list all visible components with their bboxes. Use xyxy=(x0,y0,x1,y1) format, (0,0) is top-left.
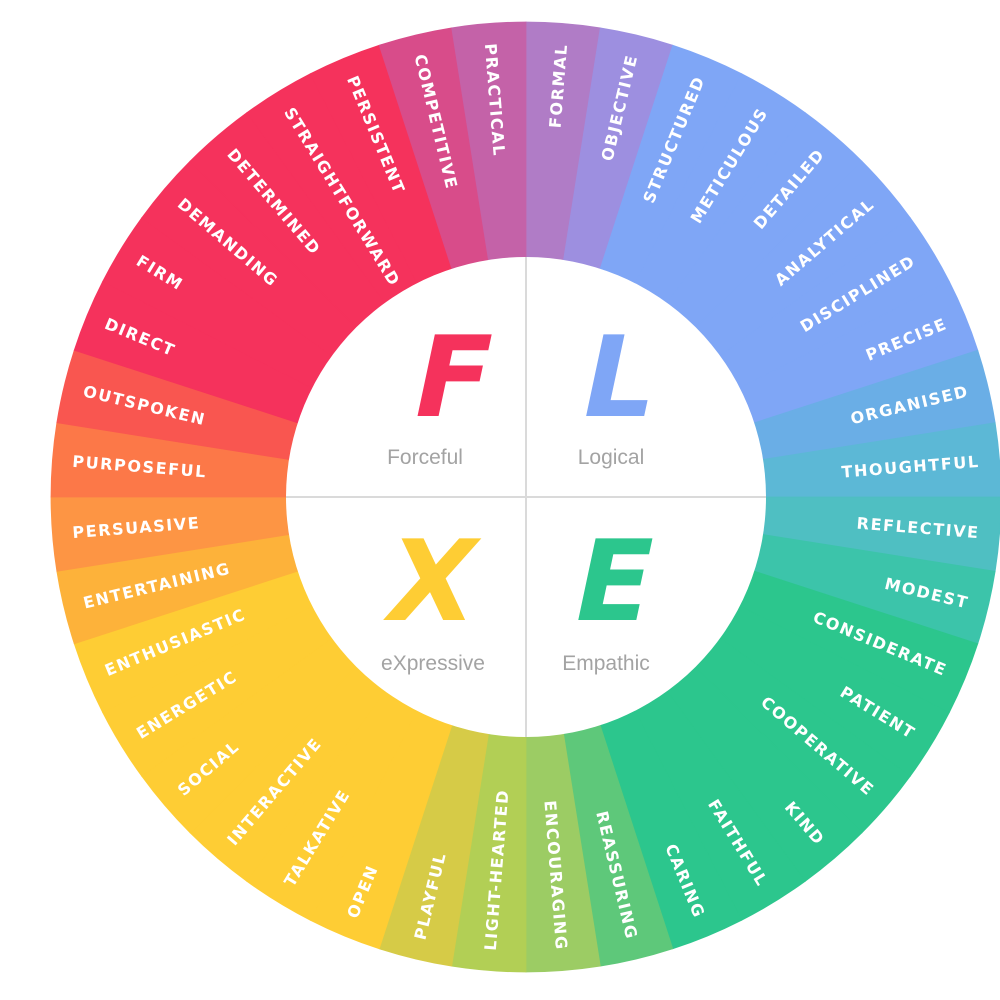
wheel-segments xyxy=(50,21,1000,973)
expressive-label: eXpressive xyxy=(381,652,485,675)
forceful-label: Forceful xyxy=(387,446,463,469)
empathic-label: Empathic xyxy=(562,652,650,675)
logical-label: Logical xyxy=(578,446,645,469)
quadrant-empathic: E Empathic xyxy=(562,516,666,675)
